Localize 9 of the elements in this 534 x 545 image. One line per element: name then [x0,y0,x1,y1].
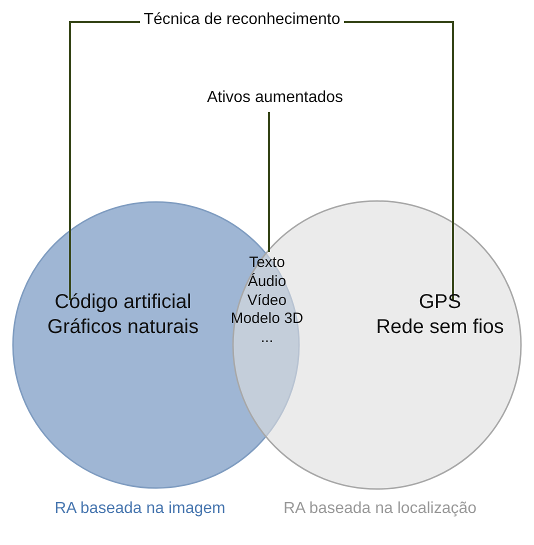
list-label: Texto Áudio Vídeo Modelo 3D ... [226,254,308,348]
caption-text: RA baseada na localização [282,500,478,518]
leader-line [69,21,140,300]
circle-label: Código artificial [54,290,192,314]
circle-label: Rede sem fios [375,315,505,339]
circle-label: Gráficos naturais [46,315,200,339]
caption-text: RA baseada na imagem [54,500,226,518]
leader-line [344,21,454,300]
circle-label: GPS [418,290,462,314]
